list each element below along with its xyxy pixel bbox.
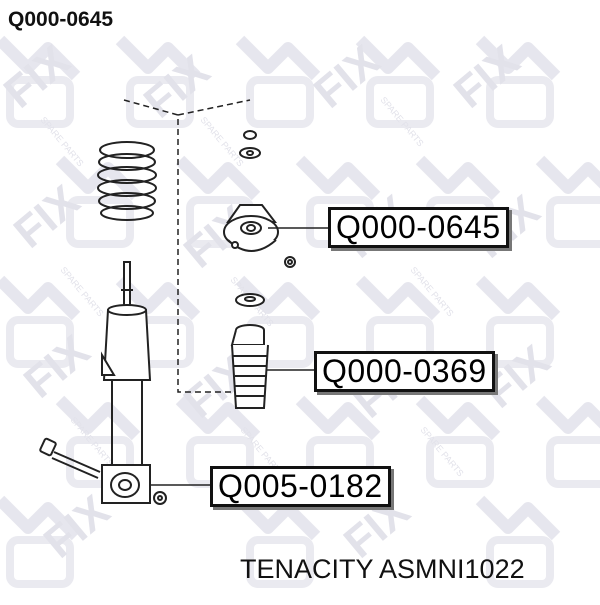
strut-mount <box>223 204 279 252</box>
footer-reference: TENACITY ASMNI1022 <box>240 554 525 584</box>
top-nut <box>239 130 261 159</box>
svg-text:FIX: FIX <box>445 36 529 118</box>
svg-text:FIX: FIX <box>15 326 99 408</box>
part-label-strut-mount: Q000-0645 <box>328 207 509 248</box>
coil-spring <box>97 141 157 221</box>
part-label-dust-boot: Q000-0369 <box>314 351 495 392</box>
svg-text:SPARE PARTS: SPARE PARTS <box>418 425 465 479</box>
svg-text:SPARE PARTS: SPARE PARTS <box>198 115 245 169</box>
assembly-guide-dashed <box>123 99 251 393</box>
mount-nuts <box>284 256 296 268</box>
lower-bolt <box>39 437 167 505</box>
bearing-washer <box>235 293 265 307</box>
shock-absorber <box>101 261 152 504</box>
dust-boot <box>230 324 269 409</box>
header-part-code: Q000-0645 <box>8 8 114 31</box>
part-label-lower-bushing: Q005-0182 <box>210 466 391 507</box>
